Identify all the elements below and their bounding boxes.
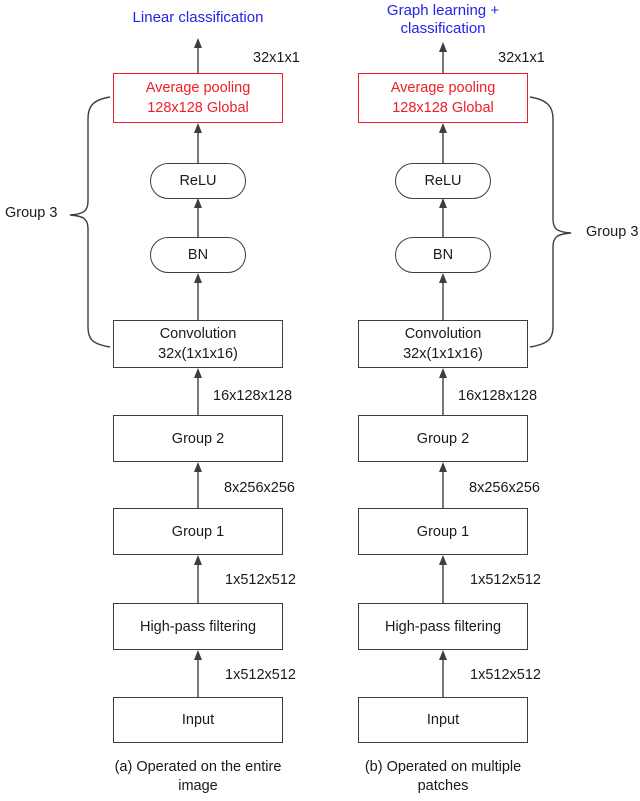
highpass-box: High-pass filtering xyxy=(113,603,283,650)
group2-label: Group 2 xyxy=(171,430,225,447)
conv-line2: 32x(1x1x16) xyxy=(158,346,238,362)
input-label: Input xyxy=(426,712,460,728)
relu-label: ReLU xyxy=(179,173,217,189)
highpass-label: High-pass filtering xyxy=(139,618,257,635)
conv-line1: Convolution xyxy=(404,326,482,342)
dim-label-output: 32x1x1 xyxy=(498,50,545,66)
bn-node: BN xyxy=(395,237,491,273)
group2-box: Group 2 xyxy=(358,415,528,462)
group1-label: Group 1 xyxy=(416,523,470,540)
conv-line1: Convolution xyxy=(159,326,237,342)
dim-label-group1-in: 1x512x512 xyxy=(225,572,296,588)
bn-label: BN xyxy=(187,247,209,263)
brace-right xyxy=(529,96,572,348)
caption: (a) Operated on the entire image xyxy=(114,759,282,794)
input-box: Input xyxy=(358,697,528,743)
dim-label-group1-in: 1x512x512 xyxy=(470,572,541,588)
group2-label: Group 2 xyxy=(416,430,470,447)
avg-pool-line2: 128x128 Global xyxy=(392,100,494,116)
convolution-box: Convolution 32x(1x1x16) xyxy=(358,320,528,368)
group1-label: Group 1 xyxy=(171,523,225,540)
dim-label-conv-in: 16x128x128 xyxy=(213,388,293,404)
column-b: Graph learning + classification 32x1x1 A… xyxy=(358,0,545,801)
convolution-box: Convolution 32x(1x1x16) xyxy=(113,320,283,368)
caption: (b) Operated on multiple patches xyxy=(364,759,522,794)
group1-box: Group 1 xyxy=(113,508,283,555)
group3-label-left: Group 3 xyxy=(5,205,58,221)
highpass-box: High-pass filtering xyxy=(358,603,528,650)
column-title: Graph learning + classification xyxy=(386,2,500,37)
avg-pool-line2: 128x128 Global xyxy=(147,100,249,116)
dim-label-group2-in: 8x256x256 xyxy=(469,480,540,496)
avg-pool-line1: Average pooling xyxy=(390,80,496,96)
avg-pool-line1: Average pooling xyxy=(145,80,251,96)
bn-label: BN xyxy=(432,247,454,263)
dim-label-conv-in: 16x128x128 xyxy=(458,388,538,404)
column-a: Linear classification 32x1x1 Average poo… xyxy=(113,0,300,801)
group2-box: Group 2 xyxy=(113,415,283,462)
column-title: Linear classification xyxy=(132,9,264,26)
relu-node: ReLU xyxy=(150,163,246,199)
dim-label-highpass-in: 1x512x512 xyxy=(470,667,541,683)
relu-label: ReLU xyxy=(424,173,462,189)
bn-node: BN xyxy=(150,237,246,273)
dim-label-output: 32x1x1 xyxy=(253,50,300,66)
group1-box: Group 1 xyxy=(358,508,528,555)
input-label: Input xyxy=(181,712,215,728)
dim-label-highpass-in: 1x512x512 xyxy=(225,667,296,683)
brace-left xyxy=(69,96,111,348)
input-box: Input xyxy=(113,697,283,743)
highpass-label: High-pass filtering xyxy=(384,618,502,635)
conv-line2: 32x(1x1x16) xyxy=(403,346,483,362)
avg-pool-box: Average pooling 128x128 Global xyxy=(113,73,283,123)
avg-pool-box: Average pooling 128x128 Global xyxy=(358,73,528,123)
relu-node: ReLU xyxy=(395,163,491,199)
dim-label-group2-in: 8x256x256 xyxy=(224,480,295,496)
group3-label-right: Group 3 xyxy=(586,224,639,240)
